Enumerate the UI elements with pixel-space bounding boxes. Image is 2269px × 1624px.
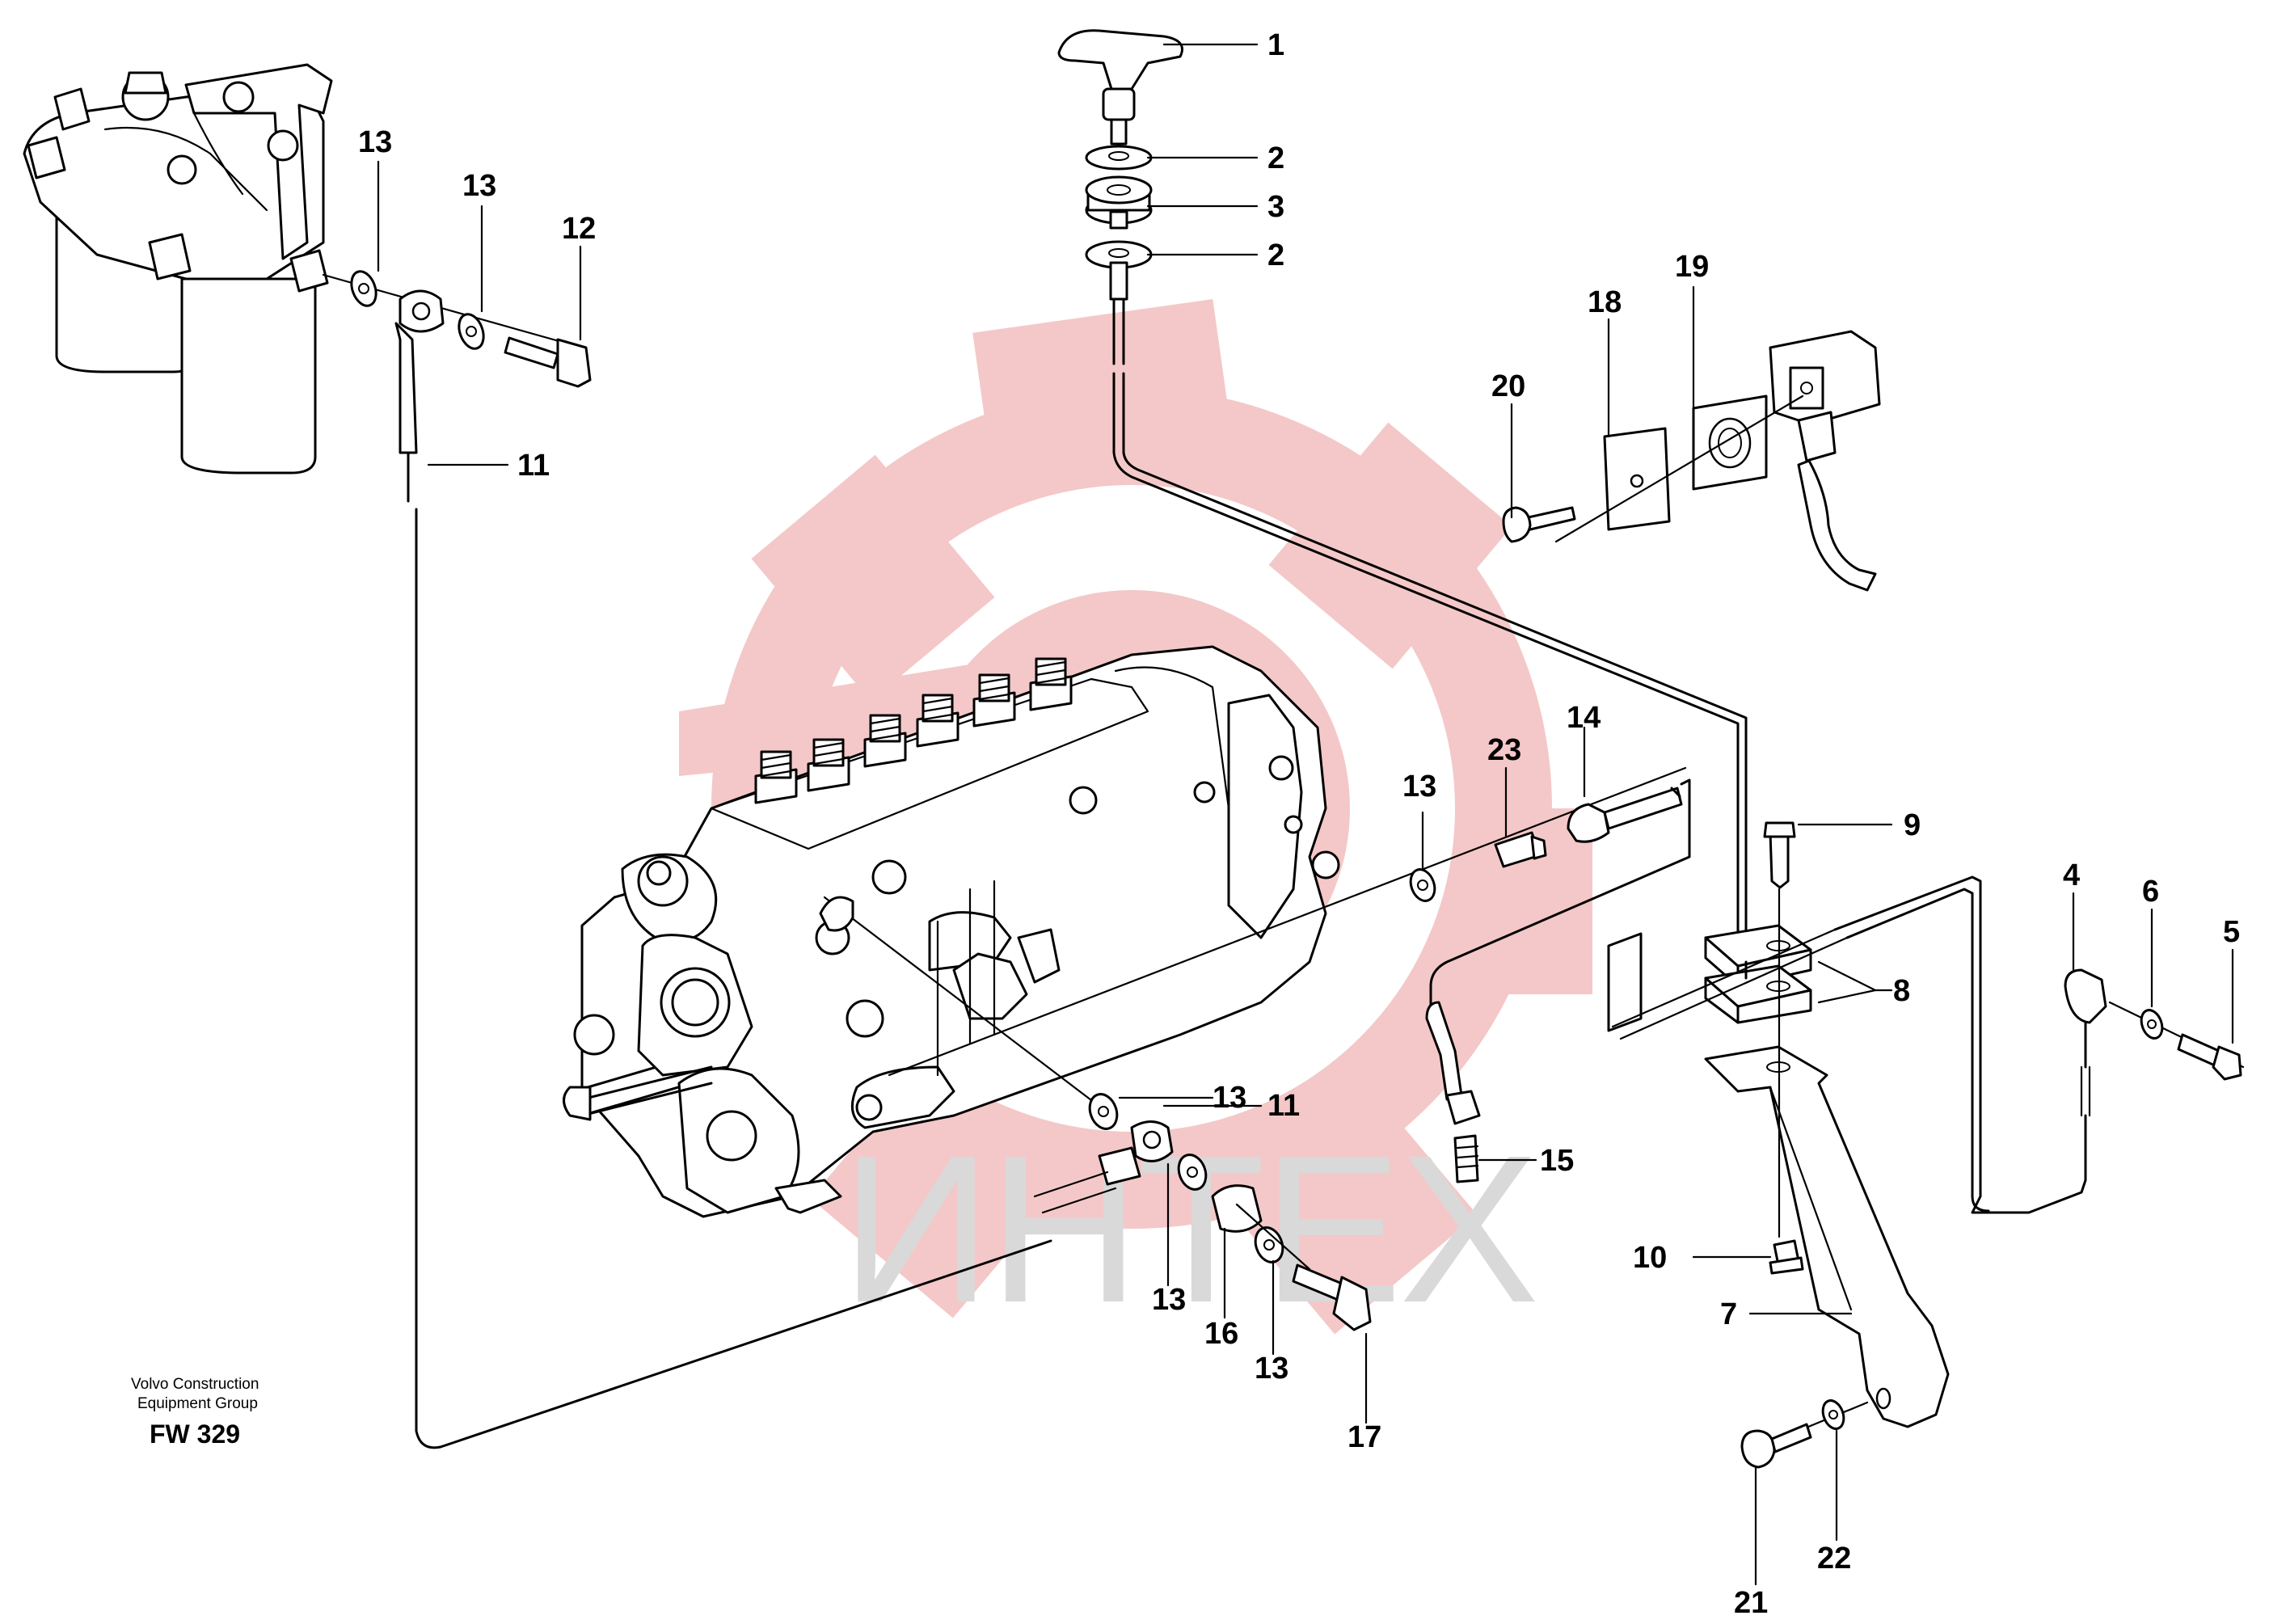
callout-14: 14: [1567, 701, 1601, 735]
pump-drive-shaft: [563, 1086, 592, 1121]
mounting-bracket-assembly: [1704, 821, 1950, 1469]
callout-17: 17: [1347, 1420, 1381, 1454]
footer-code: FW 329: [150, 1419, 240, 1449]
stop-solenoid-assembly: [1502, 330, 1881, 592]
leak-off-pipes: [819, 766, 1691, 1183]
callout-18: 18: [1588, 285, 1622, 319]
callout-7: 7: [1720, 1297, 1737, 1331]
callout-16: 16: [1204, 1317, 1238, 1351]
callout-21: 21: [1734, 1586, 1768, 1620]
stop-control-cable: [1057, 29, 1748, 964]
callout-numbers: 1 2 3 2 18 19 20 13 13 12 11 14 23 13 9 …: [358, 28, 2240, 1620]
callout-11b: 11: [1267, 1089, 1300, 1123]
callout-2a: 2: [1267, 141, 1284, 175]
callout-15: 15: [1540, 1144, 1574, 1178]
callout-10: 10: [1633, 1241, 1667, 1275]
filter-banjo-parts: [322, 270, 1052, 1449]
footer-company-line2: Equipment Group: [137, 1395, 258, 1412]
callout-9: 9: [1904, 808, 1921, 842]
callout-leader-lines: [377, 43, 2234, 1586]
pump-banjo-fitting: [1033, 1093, 1372, 1331]
callout-1: 1: [1267, 28, 1284, 62]
callout-19: 19: [1675, 250, 1709, 284]
callout-12: 12: [562, 212, 596, 246]
callout-2b: 2: [1267, 238, 1284, 272]
callout-6: 6: [2142, 875, 2159, 909]
callout-13d: 13: [1213, 1081, 1246, 1115]
fuel-filter-assembly: [23, 63, 333, 475]
callout-13a: 13: [358, 125, 392, 159]
delivery-valve-holders: [754, 657, 1073, 804]
callout-11a: 11: [517, 449, 550, 483]
cable-sheath-right: [1607, 875, 2245, 1214]
callout-13b: 13: [462, 169, 496, 203]
callout-13f: 13: [1255, 1352, 1288, 1386]
watermark-text: ИНТЕХ: [841, 1112, 1537, 1347]
footer-block: Volvo Construction Equipment Group FW 32…: [131, 1376, 259, 1449]
callout-23: 23: [1487, 733, 1521, 767]
callout-3: 3: [1267, 190, 1284, 224]
callout-20: 20: [1491, 369, 1525, 403]
callout-13c: 13: [1402, 770, 1436, 804]
callout-5: 5: [2223, 915, 2240, 949]
callout-13e: 13: [1152, 1283, 1186, 1317]
footer-company-line1: Volvo Construction: [131, 1376, 259, 1393]
callout-4: 4: [2063, 858, 2080, 892]
callout-8: 8: [1893, 974, 1910, 1008]
callout-22: 22: [1817, 1542, 1851, 1575]
